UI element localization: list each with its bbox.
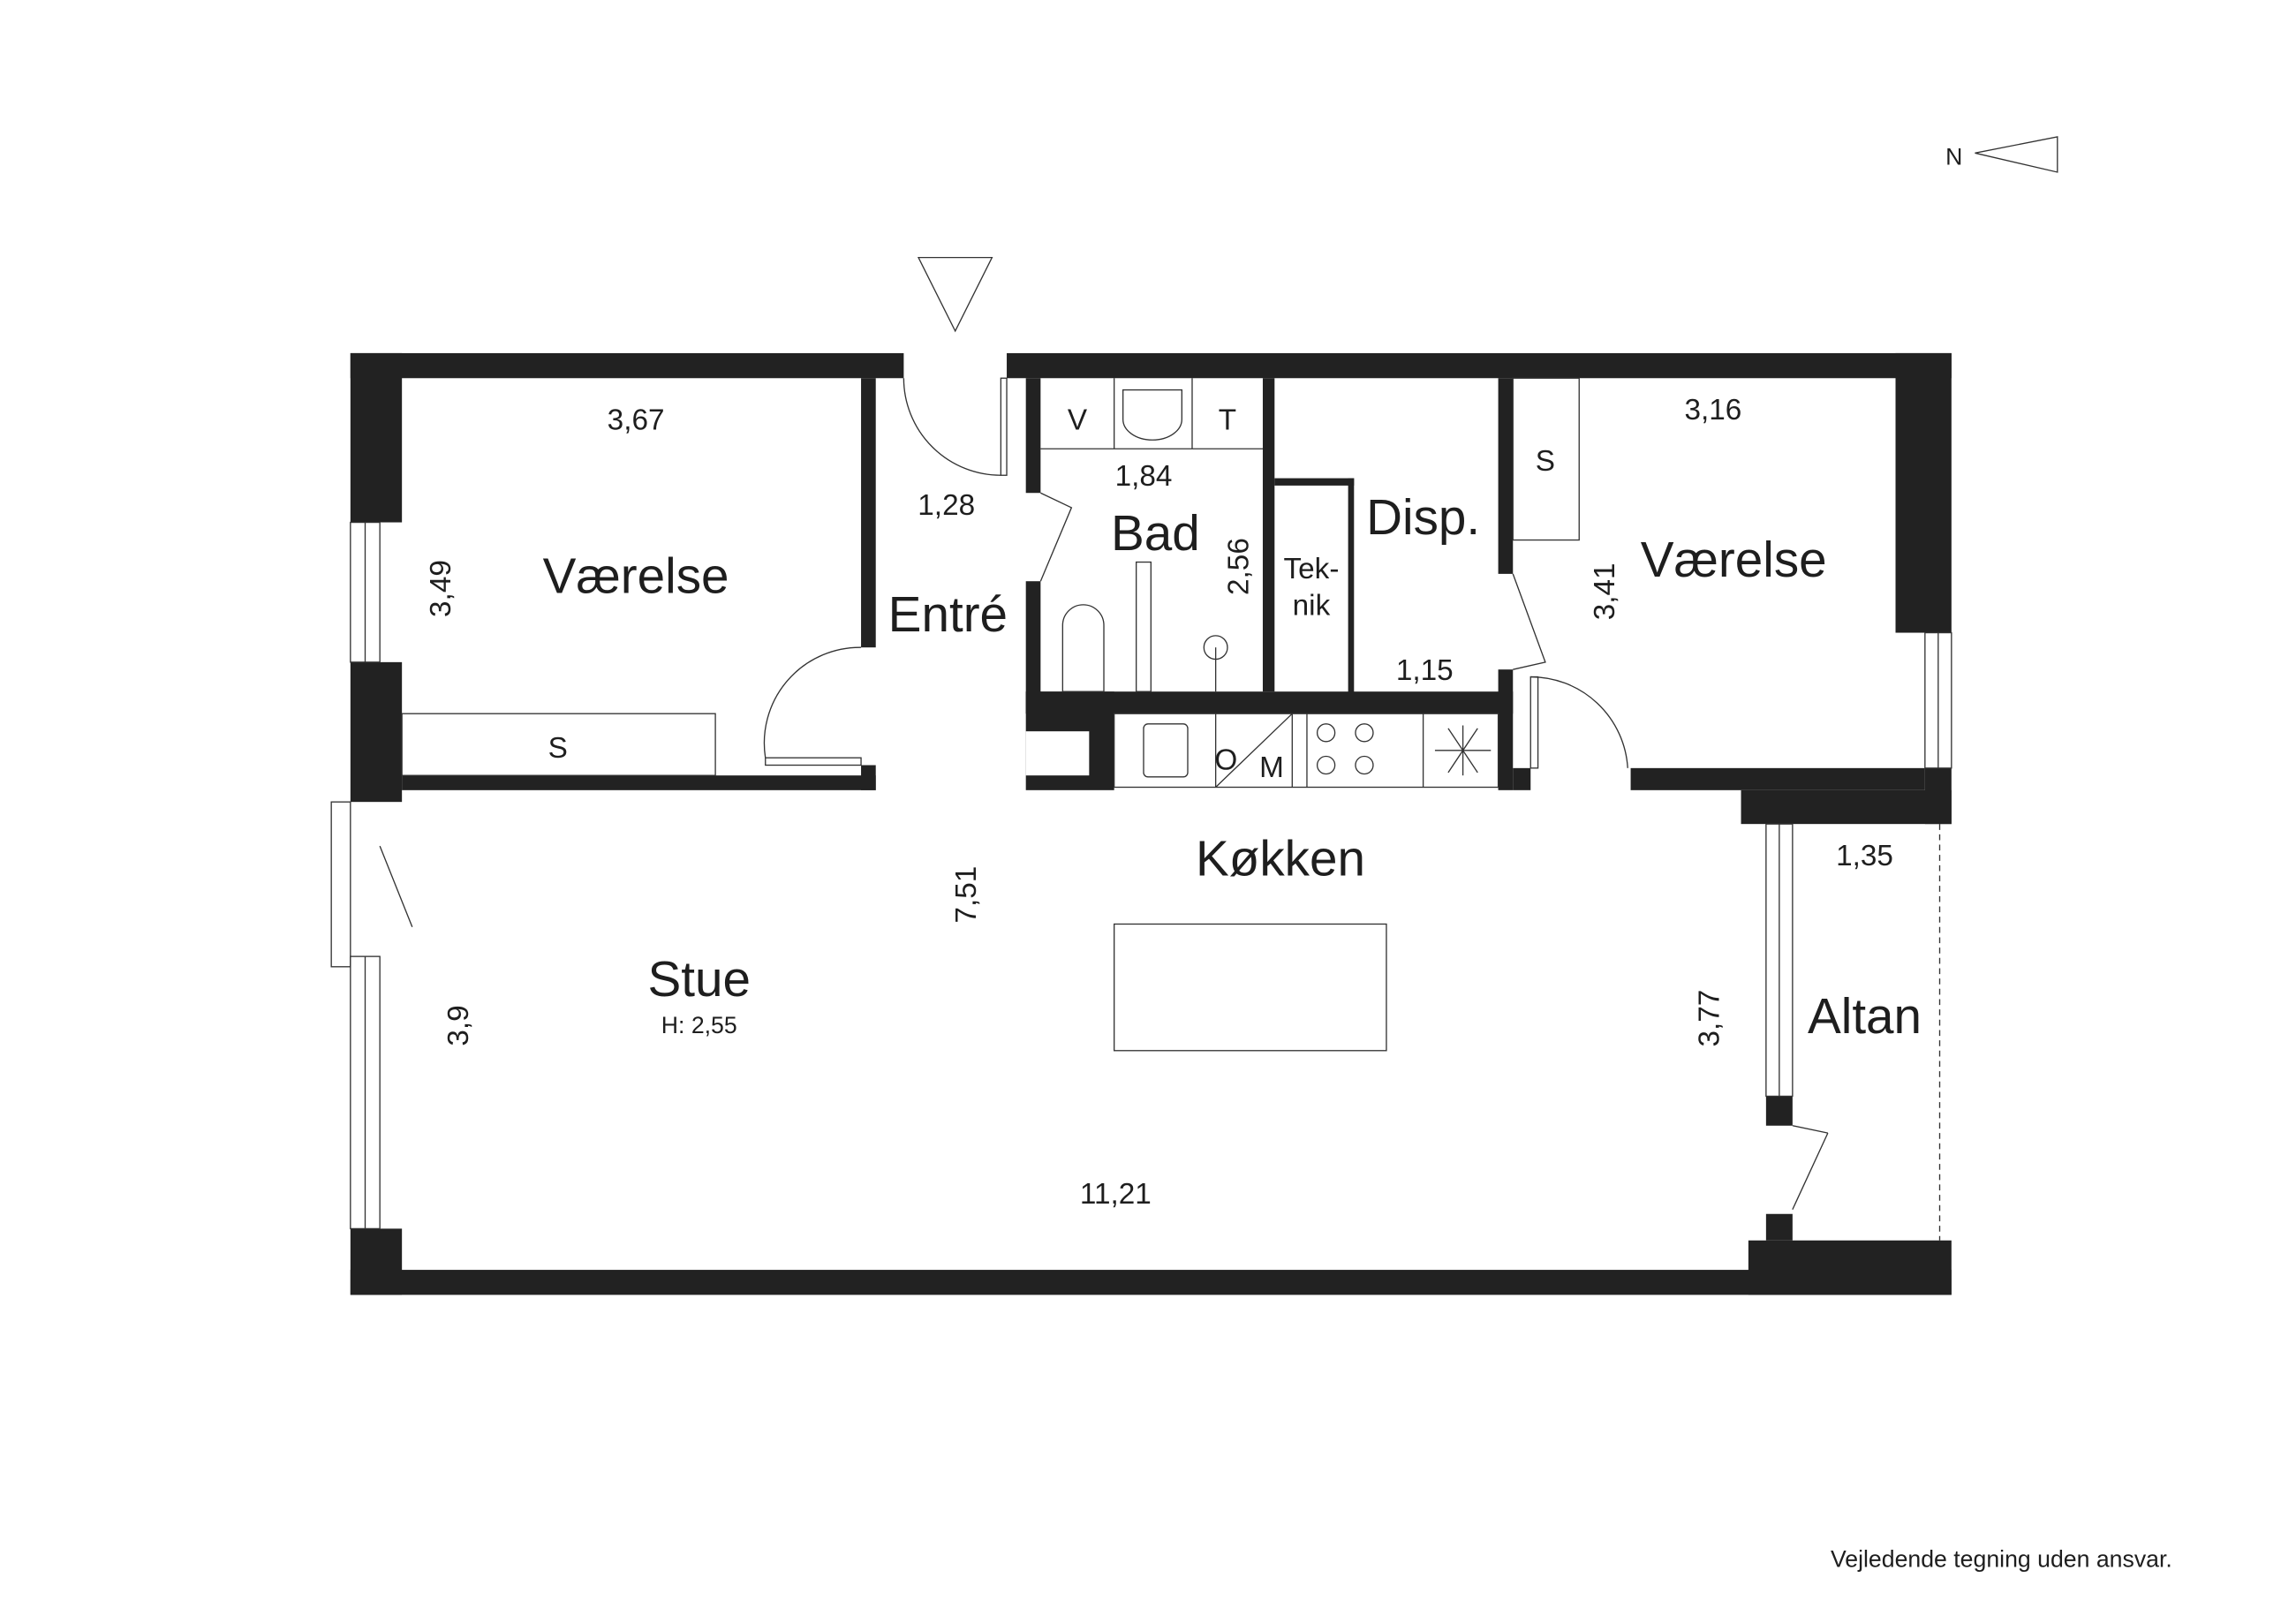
teknik-line2: nik [1293, 590, 1331, 623]
room-bad: Bad [1111, 506, 1200, 562]
kitchen-sink-icon [1143, 723, 1189, 778]
closet-right [1512, 377, 1580, 541]
dim-kokken-depth: 7,51 [950, 866, 983, 924]
teknik-line1: Tek- [1283, 553, 1339, 585]
windows-doors [330, 377, 1952, 1241]
kitchen-counter [1114, 713, 1499, 789]
north-arrow-icon [1975, 136, 2058, 173]
fixtures [401, 377, 1580, 1052]
room-vaerelse-left: Værelse [543, 549, 729, 605]
dim-vaerelse-left-width: 3,67 [608, 404, 665, 437]
room-entre: Entré [888, 587, 1008, 643]
dim-vaerelse-left-depth: 3,49 [425, 560, 457, 617]
bath-t: T [1219, 404, 1236, 437]
labels: 3,67 Værelse 3,49 S 1,28 Entré V T 1,84 … [425, 394, 2172, 1573]
disclaimer: Vejledende tegning uden ansvar. [1831, 1546, 2172, 1573]
room-kokken: Køkken [1196, 831, 1365, 887]
entrance-arrow-icon [917, 256, 993, 333]
microwave-label: M [1259, 751, 1284, 784]
dim-stue-width: 11,21 [1080, 1178, 1152, 1211]
closet-right-label: S [1536, 445, 1555, 478]
walls [350, 352, 1952, 1295]
dim-altan-depth: 3,77 [1694, 990, 1726, 1047]
room-vaerelse-right: Værelse [1641, 532, 1827, 588]
room-disp: Disp. [1366, 490, 1480, 546]
north-label: N [1945, 144, 1962, 170]
extractor-icon [1434, 725, 1492, 776]
room-stue: Stue [647, 952, 751, 1008]
shower-screen [1136, 561, 1152, 692]
room-altan: Altan [1808, 989, 1922, 1045]
dim-altan-width: 1,35 [1836, 840, 1893, 872]
stove-icon [1316, 723, 1374, 775]
toilet-icon [1122, 389, 1182, 441]
closet-left-label: S [548, 732, 568, 765]
oven-label: O [1214, 744, 1237, 777]
dim-stue-depth: 3,9 [442, 1005, 475, 1046]
sink-icon [1061, 604, 1105, 692]
dim-entre: 1,28 [918, 489, 975, 522]
closet-left [401, 713, 716, 776]
dim-disp: 1,15 [1396, 654, 1454, 687]
ceiling-height: H: 2,55 [661, 1012, 737, 1038]
dim-bad-width: 1,84 [1115, 460, 1173, 493]
dim-bad-depth: 2,56 [1222, 538, 1255, 595]
bath-v: V [1068, 404, 1088, 437]
dim-vaerelse-right-depth: 3,41 [1589, 562, 1621, 620]
kitchen-island [1114, 923, 1387, 1052]
dim-vaerelse-right-width: 3,16 [1684, 394, 1741, 427]
